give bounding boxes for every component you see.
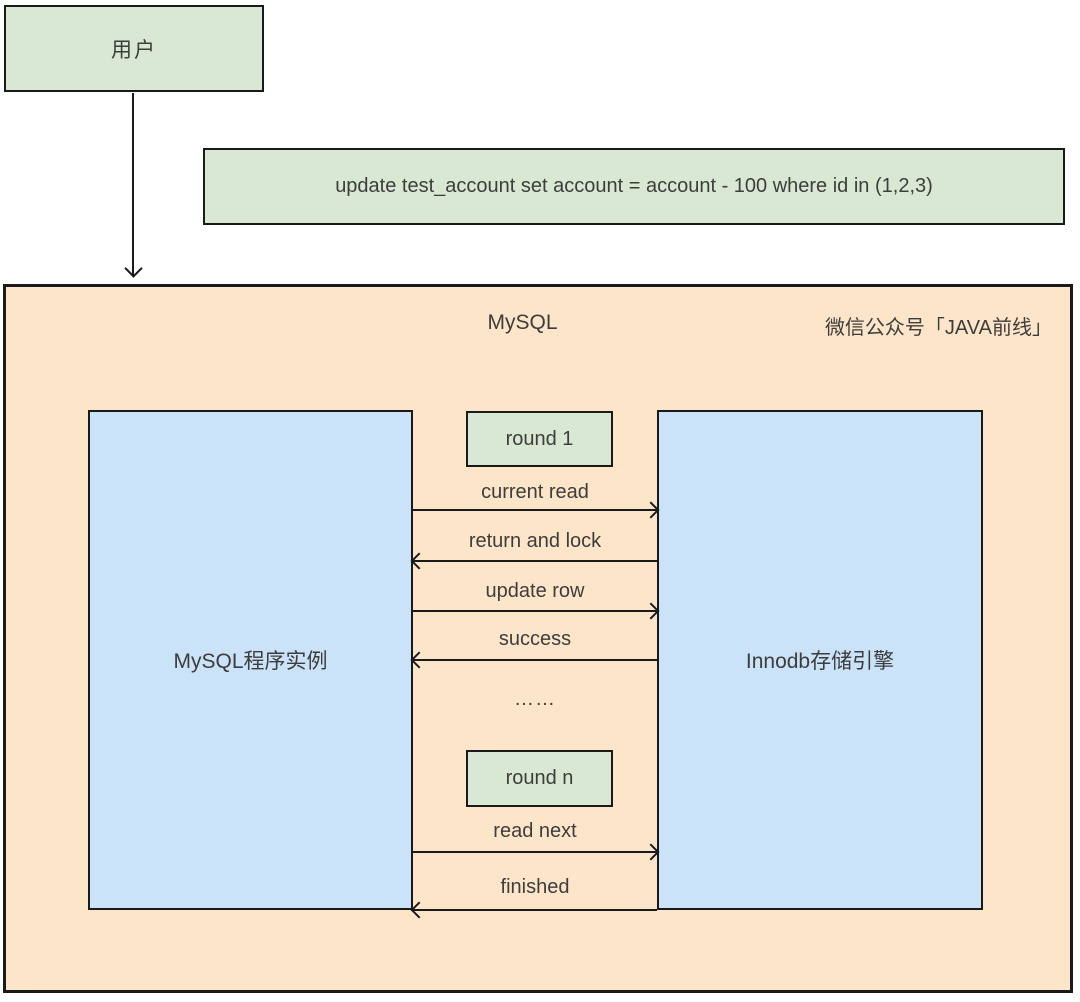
user-box: 用户: [4, 5, 264, 92]
user-to-mysql-arrowhead-icon: [124, 259, 143, 278]
sql-statement-box: update test_account set account = accoun…: [203, 148, 1065, 225]
arrow-current-read: [413, 501, 660, 519]
mysql-server-box-label: MySQL程序实例: [173, 650, 328, 673]
mysql-server-box: MySQL程序实例: [88, 410, 413, 910]
arrow-read-next: [413, 843, 660, 861]
message-label-return-and-lock: return and lock: [468, 530, 602, 552]
round-n-label: round n: [505, 767, 574, 789]
message-label-success: success: [498, 628, 572, 650]
innodb-engine-box-label: Innodb存储引擎: [745, 650, 895, 673]
user-box-label: 用户: [111, 38, 157, 62]
arrow-update-row: [413, 602, 660, 620]
arrow-return-and-lock: [410, 552, 657, 570]
round-1-box: round 1: [466, 411, 613, 467]
round-1-label: round 1: [505, 427, 574, 450]
user-to-mysql-arrow-line: [132, 93, 134, 275]
arrow-success: [410, 651, 657, 669]
rounds-ellipsis: ……: [514, 688, 556, 710]
message-label-current-read: current read: [481, 481, 589, 503]
mysql-container-title: MySQL: [487, 311, 558, 334]
message-label-finished: finished: [500, 876, 570, 898]
sql-statement-text: update test_account set account = accoun…: [335, 175, 933, 197]
arrow-finished: [410, 901, 657, 919]
message-label-update-row: update row: [485, 580, 585, 602]
message-label-read-next: read next: [493, 820, 577, 842]
round-n-box: round n: [466, 750, 613, 807]
watermark-text: 微信公众号「JAVA前线」: [824, 317, 1052, 339]
innodb-engine-box: Innodb存储引擎: [657, 410, 983, 910]
